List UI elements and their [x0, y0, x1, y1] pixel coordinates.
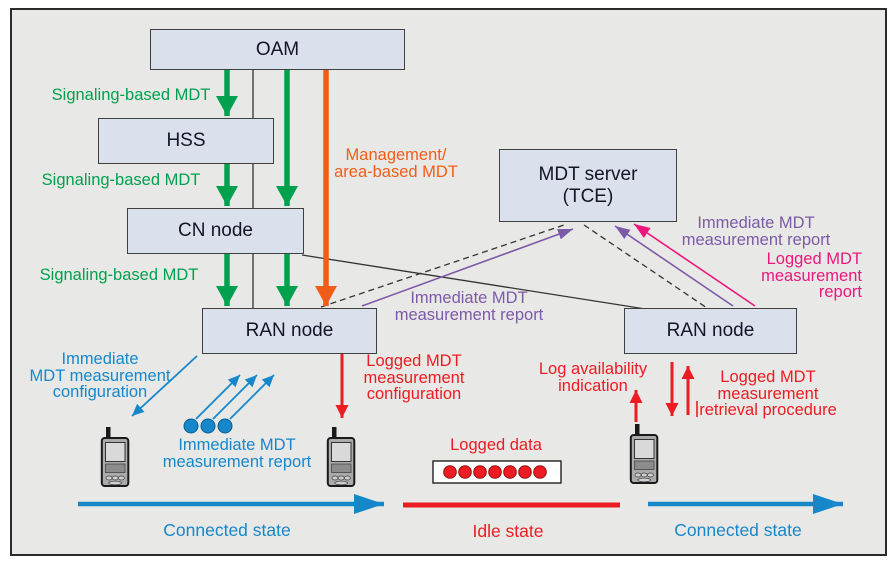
ue-phone-left-icon — [100, 426, 130, 487]
logged-data-box — [432, 460, 562, 484]
mdt-server-box: MDT server (TCE) — [499, 149, 677, 222]
immediate-report-arrow-ran-left-tce — [361, 228, 574, 307]
signaling-based-mdt-label-3: Signaling-based MDT — [39, 266, 199, 284]
immediate-report-arrow-ran-right-tce — [614, 225, 734, 307]
log-availability-label: Log availability indication — [538, 360, 648, 395]
tce-to-ran-right-dashed-line — [583, 224, 711, 311]
logged-report-arrow-ran-right-tce — [633, 223, 756, 307]
connected-state-label-left: Connected state — [163, 520, 291, 540]
ran-node-left-box: RAN node — [202, 308, 377, 354]
hss-box: HSS — [98, 118, 274, 164]
immediate-report-arrows-ue — [183, 374, 275, 434]
ran-left-to-tce-dashed-line — [320, 223, 568, 308]
ran-node-right-box: RAN node — [624, 308, 797, 354]
immediate-mdt-config-label: Immediate MDT measurement configuration — [29, 350, 171, 401]
oam-box: OAM — [150, 29, 405, 70]
immediate-mdt-report-label-center: Immediate MDT measurement report — [394, 289, 544, 324]
ue-phone-right-icon — [629, 423, 659, 484]
management-area-based-mdt-label: Management/ area-based MDT — [334, 146, 458, 181]
immediate-mdt-report-label-ue: Immediate MDT measurement report — [162, 436, 312, 471]
logged-data-label: Logged data — [450, 436, 542, 454]
cn-node-box: CN node — [127, 208, 304, 254]
logged-mdt-report-label: Logged MDT measurement report — [761, 250, 862, 301]
idle-state-label: Idle state — [472, 521, 544, 541]
retrieval-up-arrow — [681, 366, 698, 417]
connected-state-label-right: Connected state — [674, 520, 802, 540]
immediate-mdt-report-label-right: Immediate MDT measurement report — [681, 214, 831, 249]
cn-to-ran-right-line — [301, 254, 691, 317]
signaling-based-mdt-label-2: Signaling-based MDT — [41, 171, 201, 189]
immediate-config-arrow — [131, 355, 198, 417]
logged-mdt-config-label: Logged MDT measurement configuration — [363, 352, 465, 403]
logged-mdt-retrieval-label: Logged MDT measurement retrieval procedu… — [699, 368, 837, 419]
signaling-based-mdt-label-1: Signaling-based MDT — [51, 86, 211, 104]
ue-phone-middle-icon — [326, 426, 356, 487]
